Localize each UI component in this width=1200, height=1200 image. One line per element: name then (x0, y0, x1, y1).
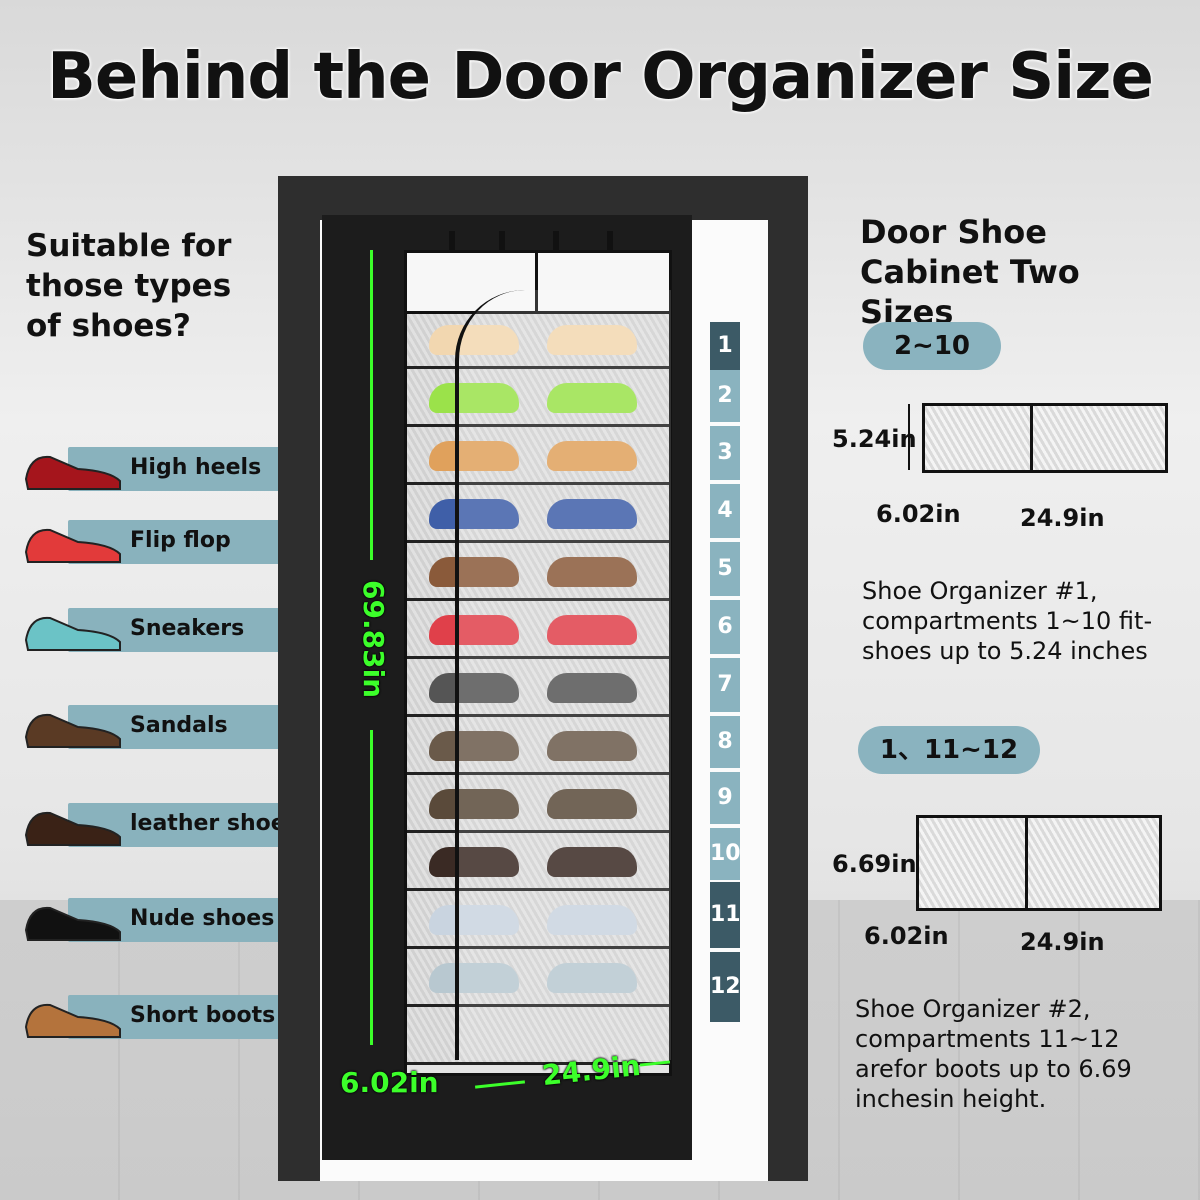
size2-height: 6.69in (832, 850, 917, 878)
shoe-icon (24, 713, 121, 748)
shoe-type-label: Flip flop (130, 528, 231, 553)
shoe-icon (429, 731, 519, 761)
shoe-icon (24, 455, 121, 490)
organizer-compartment (407, 427, 669, 485)
compartment-number: 5 (710, 542, 740, 596)
shoe-icon (547, 963, 637, 993)
organizer-compartment (407, 543, 669, 601)
size2-pill: 1、11~12 (858, 726, 1040, 774)
shoe-icon (547, 557, 637, 587)
shoe-icon (429, 557, 519, 587)
shoe-type-label: High heels (130, 455, 262, 480)
organizer-compartment (407, 775, 669, 833)
shoe-type-label: Sandals (130, 713, 228, 738)
hook-icon (449, 231, 455, 257)
compartment-number: 9 (710, 772, 740, 824)
shoe-icon (547, 499, 637, 529)
depth-label: 6.02in (340, 1066, 439, 1099)
shoe-icon (429, 963, 519, 993)
shoe-icon (24, 811, 121, 846)
height-dimension-line (370, 250, 373, 560)
shoe-type-row: Sneakers (20, 608, 285, 652)
compartment-number: 7 (710, 658, 740, 712)
shoe-icon (429, 441, 519, 471)
sizes-heading: Door Shoe Cabinet Two Sizes (860, 213, 1080, 331)
shoe-type-row: leather shoes (20, 803, 299, 847)
height-dimension-line (370, 730, 373, 1045)
shoe-icon (429, 499, 519, 529)
shoe-icon (24, 906, 121, 941)
shoe-icon (547, 441, 637, 471)
organizer-compartment (407, 601, 669, 659)
compartment-number: 2 (710, 370, 740, 422)
size2-width: 24.9in (1020, 928, 1105, 956)
size1-height: 5.24in (832, 425, 917, 453)
shoe-icon (429, 673, 519, 703)
organizer-compartment (407, 485, 669, 543)
size1-pill: 2~10 (863, 322, 1001, 370)
size1-height-line (908, 404, 910, 470)
hook-icon (553, 231, 559, 257)
shoe-type-label: Sneakers (130, 616, 245, 641)
shoe-type-label: leather shoes (130, 811, 299, 836)
organizer-compartment (407, 717, 669, 775)
shoe-icon (24, 1003, 121, 1038)
height-label: 69.83in (357, 580, 390, 699)
shoe-icon (24, 528, 121, 563)
shoe-icon (429, 847, 519, 877)
page-title: Behind the Door Organizer Size (47, 40, 1154, 114)
shoe-icon (547, 731, 637, 761)
organizer-compartment (407, 369, 669, 427)
shoe-type-row: High heels (20, 447, 285, 491)
shoe-type-row: Short boots (20, 995, 285, 1039)
size1-width: 24.9in (1020, 504, 1105, 532)
shoe-icon (547, 615, 637, 645)
compartment-number: 12 (710, 952, 741, 1022)
organizer-compartment (407, 891, 669, 949)
shoe-types-question: Suitable for those types of shoes? (26, 228, 232, 344)
shoe-icon (547, 789, 637, 819)
shoe-icon (547, 905, 637, 935)
compartment-number: 11 (710, 882, 741, 948)
size1-depth: 6.02in (876, 500, 961, 528)
mesh-flap (455, 290, 671, 1060)
shoe-icon (429, 615, 519, 645)
size2-description: Shoe Organizer #2, compartments 11~12 ar… (855, 995, 1132, 1113)
organizer-compartment (407, 833, 669, 891)
organizer-compartment (407, 659, 669, 717)
shoe-icon (547, 847, 637, 877)
compartment-number: 6 (710, 600, 740, 654)
shoe-icon (24, 616, 121, 651)
shoe-icon (429, 789, 519, 819)
compartment-number: 8 (710, 716, 740, 768)
shoe-icon (547, 383, 637, 413)
shoe-icon (429, 383, 519, 413)
shoe-type-row: Flip flop (20, 520, 285, 564)
compartment-number: 1 (710, 322, 740, 370)
size2-depth: 6.02in (864, 922, 949, 950)
compartment-number: 4 (710, 484, 740, 538)
compartment-number: 10 (710, 828, 741, 880)
shoe-icon (429, 905, 519, 935)
shoe-icon (547, 673, 637, 703)
size2-box-diagram (916, 815, 1162, 911)
shoe-type-label: Short boots (130, 1003, 276, 1028)
shoe-organizer (404, 231, 672, 1076)
hook-icon (499, 231, 505, 257)
shoe-type-label: Nude shoes (130, 906, 275, 931)
hook-icon (607, 231, 613, 257)
size1-description: Shoe Organizer #1, compartments 1~10 fit… (862, 577, 1153, 665)
size1-box-diagram (922, 403, 1168, 473)
compartment-number: 3 (710, 426, 740, 480)
shoe-type-row: Sandals (20, 705, 285, 749)
shoe-type-row: Nude shoes (20, 898, 285, 942)
